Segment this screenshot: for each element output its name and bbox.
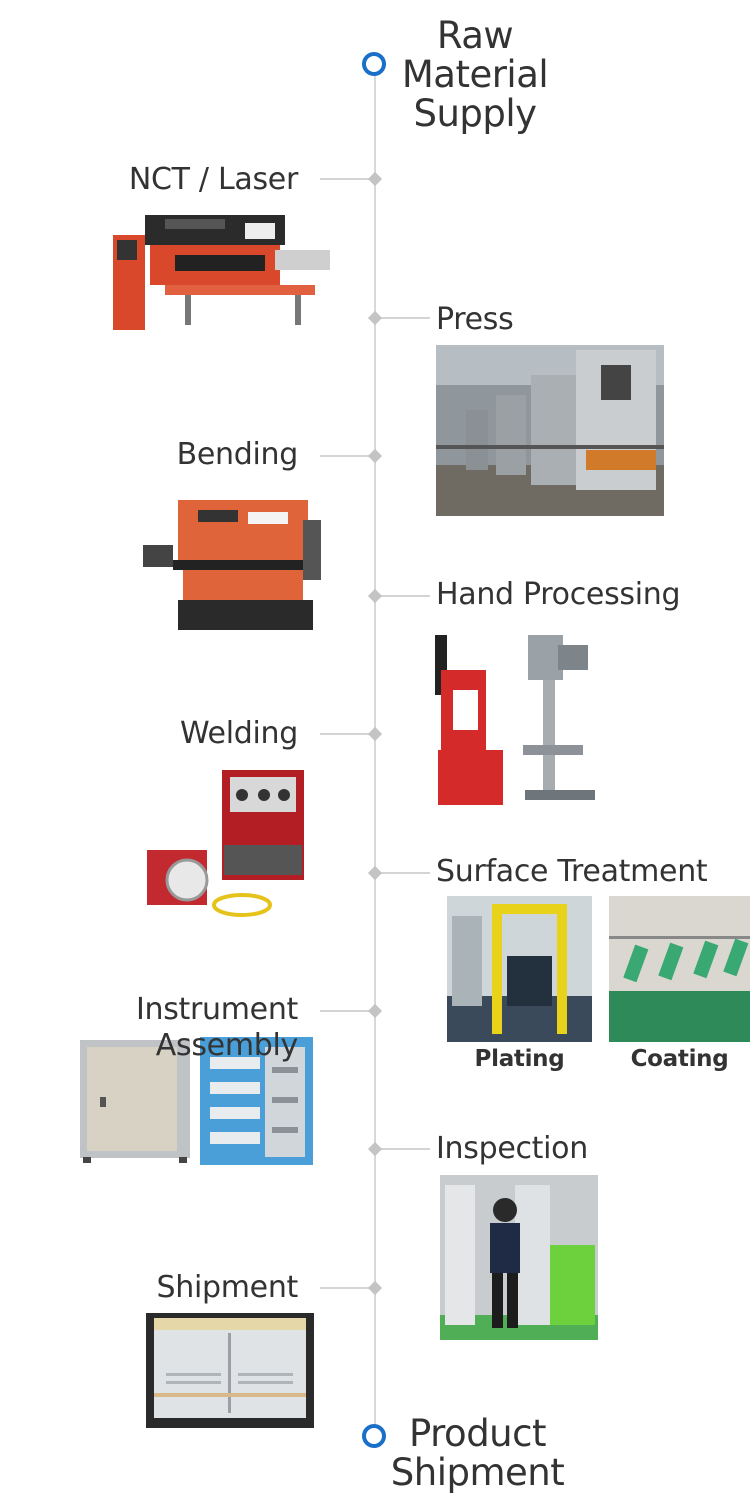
- end-title-line: Product: [409, 1412, 546, 1455]
- step-marker-icon: [367, 726, 383, 742]
- step-connector: [320, 1287, 374, 1289]
- step-label-instrument-assembly: Instrument Assembly: [136, 992, 298, 1064]
- step-label-nct-laser: NCT / Laser: [128, 162, 298, 197]
- press-brake-machine-photo: [138, 490, 326, 640]
- step-label-surface-treatment: Surface Treatment: [436, 854, 708, 889]
- step-label-press: Press: [436, 302, 514, 337]
- step-connector: [376, 872, 430, 874]
- enclosure-cabinet-photo: [75, 1037, 195, 1165]
- step-label-line: Instrument: [135, 992, 298, 1027]
- step-marker-icon: [367, 310, 383, 326]
- step-marker-icon: [367, 1280, 383, 1296]
- step-marker-icon: [367, 588, 383, 604]
- step-label-welding: Welding: [179, 716, 298, 751]
- step-connector: [376, 1148, 430, 1150]
- step-connector: [320, 178, 374, 180]
- welding-machine-photo: [142, 765, 310, 925]
- coating-photo: [609, 896, 750, 1042]
- nct-laser-machine-photo: [105, 205, 335, 333]
- step-marker-icon: [367, 171, 383, 187]
- step-label-bending: Bending: [176, 437, 299, 472]
- step-marker-icon: [367, 1141, 383, 1157]
- step-connector: [320, 733, 374, 735]
- start-title: Raw Material Supply: [385, 16, 565, 133]
- end-title-line: Shipment: [390, 1451, 565, 1494]
- step-marker-icon: [367, 448, 383, 464]
- step-label-hand-processing: Hand Processing: [436, 577, 681, 612]
- hand-processing-machines-photo: [433, 630, 603, 805]
- step-connector: [376, 595, 430, 597]
- step-marker-icon: [367, 1003, 383, 1019]
- caption-coating: Coating: [630, 1046, 729, 1072]
- start-title-line: Material: [401, 53, 549, 96]
- plating-photo: [447, 896, 592, 1042]
- start-title-line: Supply: [413, 92, 537, 135]
- step-connector: [376, 317, 430, 319]
- press-factory-photo: [436, 345, 664, 516]
- step-connector: [320, 455, 374, 457]
- step-connector: [320, 1010, 374, 1012]
- caption-plating: Plating: [474, 1046, 565, 1072]
- step-marker-icon: [367, 865, 383, 881]
- start-title-line: Raw: [436, 14, 514, 57]
- end-title: Product Shipment: [385, 1414, 570, 1492]
- end-marker-icon: [362, 1424, 386, 1448]
- inspection-worker-photo: [440, 1175, 598, 1340]
- packed-enclosure-photo: [146, 1313, 314, 1428]
- start-marker-icon: [362, 52, 386, 76]
- timeline-axis: [374, 66, 376, 1434]
- step-label-shipment: Shipment: [156, 1270, 299, 1305]
- assembly-parts-photo: [200, 1037, 313, 1165]
- step-label-line: Assembly: [155, 1028, 299, 1063]
- step-label-inspection: Inspection: [436, 1131, 588, 1166]
